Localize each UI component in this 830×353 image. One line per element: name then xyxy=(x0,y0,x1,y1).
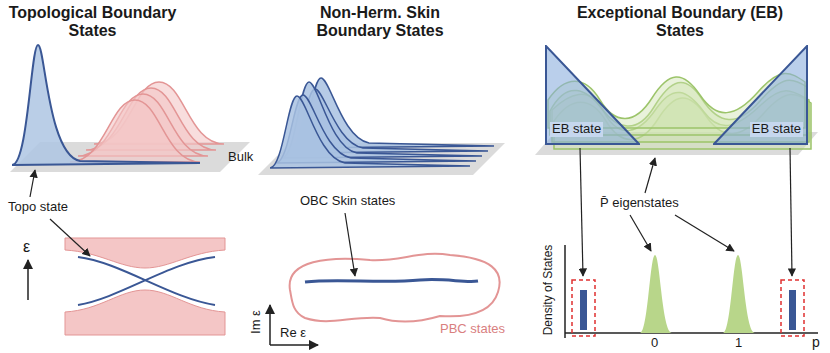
bulk-states xyxy=(70,82,224,162)
panel-title: Non-Herm. Skin Boundary States xyxy=(305,4,455,41)
pbc-loop xyxy=(290,254,500,322)
leader-arrow xyxy=(345,213,355,276)
eb-state-region: EB state xyxy=(545,45,640,145)
panel-title: Exceptional Boundary (EB) States xyxy=(560,4,800,41)
band-structure xyxy=(65,238,225,335)
leader-arrow xyxy=(645,158,655,193)
leader-arrow xyxy=(675,215,734,251)
axis-label: Im ε xyxy=(249,310,264,334)
axis-label: Density of States xyxy=(542,245,556,336)
eb-triangle xyxy=(714,46,807,144)
topo-state-curve xyxy=(12,45,200,165)
callout-label: P̄ eigenstates xyxy=(600,196,679,211)
dos-peak xyxy=(723,255,755,333)
callout-label: OBC Skin states xyxy=(300,194,395,209)
tick-label: 1 xyxy=(735,336,742,351)
callout-label: Topo state xyxy=(8,200,68,215)
spectrum-label: PBC states xyxy=(440,322,505,337)
leader-arrow xyxy=(790,148,792,276)
highlight-box xyxy=(572,280,595,336)
highlight-box xyxy=(781,280,804,336)
eb-bar xyxy=(789,290,796,330)
obc-spectrum xyxy=(305,280,478,282)
re-axis xyxy=(270,344,318,346)
dos-axis xyxy=(564,245,566,338)
axis-label: p xyxy=(812,334,820,350)
skin-states xyxy=(270,78,494,168)
eb-state-region: EB state xyxy=(713,45,808,145)
tick-label: 0 xyxy=(651,336,658,351)
p-axis xyxy=(565,332,818,334)
region-label: Bulk xyxy=(228,150,253,165)
eb-bar xyxy=(580,290,587,330)
eb-state-label: EB state xyxy=(750,122,803,137)
leader-arrow xyxy=(50,219,90,256)
im-axis xyxy=(269,305,271,345)
axis-label: ε xyxy=(23,238,30,256)
axis-label: Re ε xyxy=(280,326,306,341)
dos-peak xyxy=(640,255,672,333)
panel-title: Topological Boundary States xyxy=(0,4,185,41)
eb-state-label: EB state xyxy=(550,122,603,137)
leader-arrow xyxy=(30,170,35,197)
leader-arrow xyxy=(580,148,583,276)
leader-arrow xyxy=(630,215,651,251)
eb-triangle xyxy=(546,46,639,144)
energy-axis xyxy=(27,260,29,300)
